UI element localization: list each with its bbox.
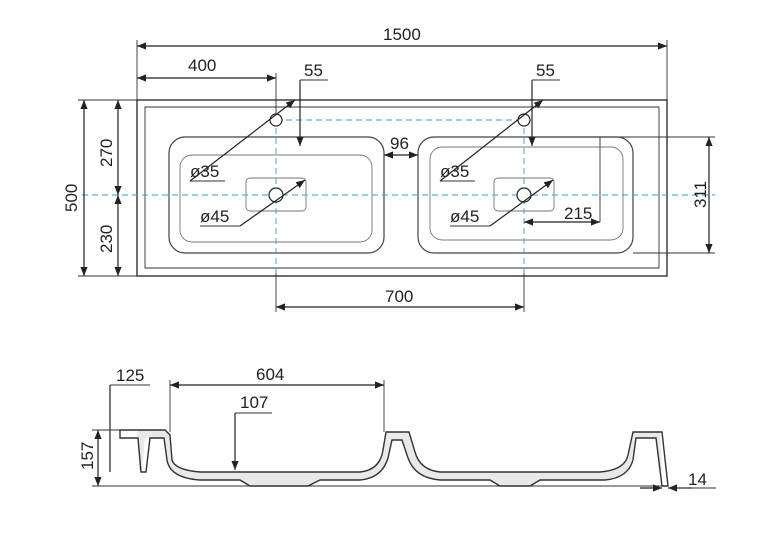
dim-tap-hole-right: ø35 <box>440 162 469 181</box>
countertop-outline <box>136 99 668 277</box>
right-drain-hole <box>516 187 532 203</box>
dim-edge-offset: 125 <box>116 366 144 385</box>
countertop-rim <box>144 106 660 269</box>
dim-basin-depth: 311 <box>691 181 710 208</box>
dim-wall-thickness: 14 <box>688 470 707 489</box>
right-tap-hole <box>517 113 531 127</box>
dim-basin-width: 604 <box>256 365 284 384</box>
dim-drain-left: ø45 <box>200 207 229 226</box>
dim-total-height: 157 <box>78 442 97 470</box>
dim-drain-right: ø45 <box>450 207 479 226</box>
section-shade <box>137 430 662 486</box>
dim-depth-front: 230 <box>97 225 116 253</box>
dim-basin-half-width: 215 <box>564 204 592 223</box>
left-tap-hole <box>269 113 283 127</box>
dim-tap-hole-left: ø35 <box>190 162 219 181</box>
dim-overall-depth: 500 <box>62 184 81 212</box>
dim-overall-width: 1500 <box>383 25 421 44</box>
dim-basin-gap: 96 <box>390 134 409 153</box>
top-view: 1500 400 55 55 500 270 230 96 ø35 ø45 <box>62 25 715 312</box>
dim-bowl-depth: 107 <box>240 393 268 412</box>
dim-tap-spacing: 700 <box>385 287 413 306</box>
dim-tap-offset-left: 55 <box>304 61 323 80</box>
dim-tap-offset-right: 55 <box>536 61 555 80</box>
right-basin-inner <box>429 146 624 241</box>
dim-edge-to-tap: 400 <box>188 56 216 75</box>
side-view: 125 157 604 107 14 <box>78 365 716 492</box>
dim-depth-back: 270 <box>97 139 116 167</box>
